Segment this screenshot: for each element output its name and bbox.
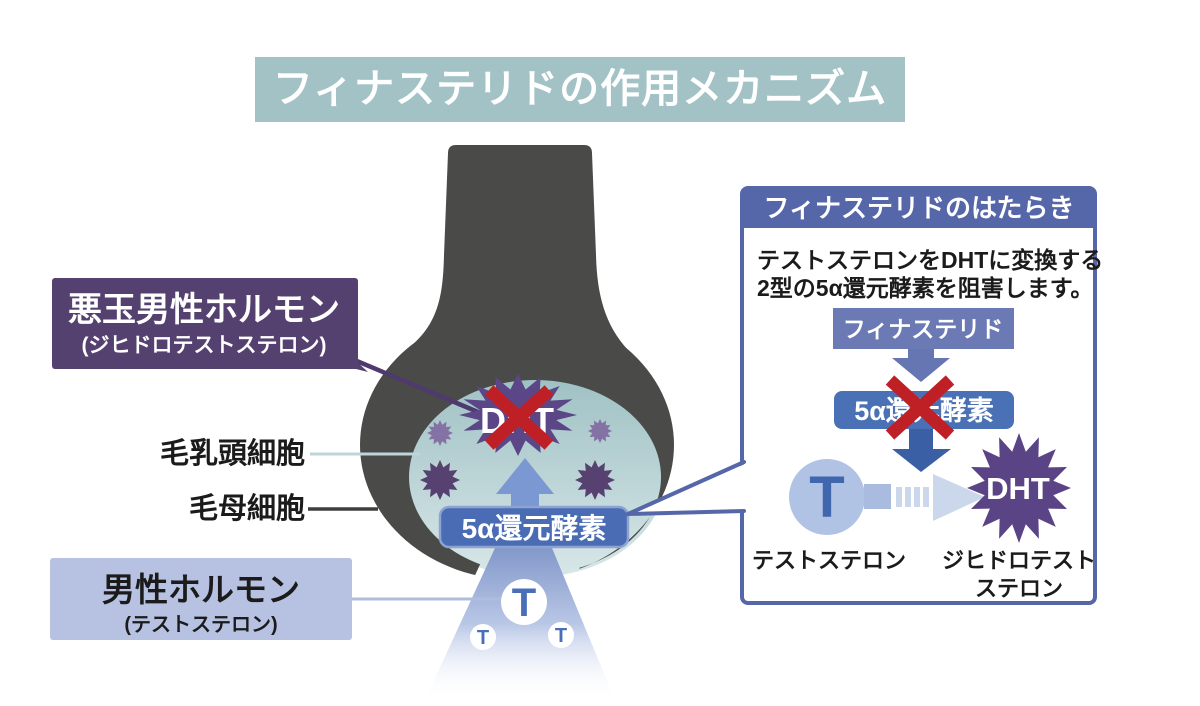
- dht-blocked-x-icon: [484, 385, 554, 450]
- finasteride-box-label: フィナステリド: [843, 316, 1004, 342]
- bad-hormone-line1: 悪玉男性ホルモン: [68, 291, 340, 329]
- dash-1: [896, 487, 902, 507]
- dash-arrow-head: [933, 474, 985, 521]
- title-banner: フィナステリドの作用メカニズム: [255, 57, 905, 122]
- wedge-top-line: [626, 460, 746, 516]
- page-title: フィナステリドの作用メカニズム: [273, 67, 887, 111]
- male-hormone-box: [50, 558, 352, 640]
- finasteride-box: [833, 308, 1014, 349]
- dht-cell-small-right: [588, 419, 612, 443]
- inhibit-arrow-lower: [892, 429, 951, 472]
- panel-dht-label: DHT: [986, 471, 1050, 506]
- papilla-cells-label: 毛乳頭細胞: [160, 436, 305, 470]
- conversion-up-arrow: [496, 458, 554, 508]
- hair-shaft: [406, 145, 628, 350]
- t-letter-large: T: [512, 581, 536, 625]
- up-arrow-shaft: [511, 492, 539, 508]
- panel-dht-starburst: [967, 433, 1071, 543]
- enzyme-pill-follicle: [438, 505, 630, 549]
- t-letter-small-left: T: [477, 627, 489, 649]
- dash-4: [923, 487, 929, 507]
- testosterone-small-left: T: [470, 624, 496, 650]
- panel-callout-wedge: [626, 460, 746, 516]
- panel-content: テストステロンをDHTに変換する 2型の5α還元酵素を阻害します。 フィナステリ…: [752, 247, 1103, 601]
- up-arrow-head: [496, 458, 554, 494]
- panel-t-letter: T: [809, 465, 844, 530]
- arrow1-shaft: [908, 349, 934, 358]
- x-stroke-2: [484, 385, 554, 450]
- male-hormone-line2: (テストステロン): [124, 614, 277, 636]
- male-hormone-label: 男性ホルモン (テストステロン): [50, 558, 352, 640]
- dht-caption-line2: ステロン: [975, 576, 1063, 601]
- enzyme-blocked-x-icon: [885, 375, 955, 440]
- dash-3: [914, 487, 920, 507]
- bad-hormone-leader-line: [351, 356, 479, 415]
- bad-hormone-label: 悪玉男性ホルモン (ジヒドロテストステロン): [52, 278, 358, 369]
- bad-hormone-line2: (ジヒドロテストステロン): [82, 334, 327, 357]
- t-circle-large: [501, 579, 547, 625]
- enzyme-pill-label: 5α還元酵素: [462, 513, 607, 544]
- title-banner-bg: [255, 57, 905, 122]
- follicle-bulb: [360, 310, 674, 580]
- panel-description-line1: テストステロンをDHTに変換する: [757, 247, 1103, 273]
- panel-x-stroke-2: [885, 375, 955, 440]
- arrow1-head: [892, 358, 950, 382]
- matrix-cells-label: 毛母細胞: [189, 491, 305, 525]
- t-circle-small-right: [548, 622, 574, 648]
- arrow2-head: [892, 449, 951, 472]
- hair-follicle-illustration: DHT 5α還元酵素 T T T: [308, 145, 674, 700]
- dht-cell-small-left: [427, 420, 453, 446]
- t-circle-small-left: [470, 624, 496, 650]
- dash-arrow-stub: [864, 484, 891, 509]
- testosterone-ball-panel: T: [789, 459, 865, 535]
- bad-hormone-box: [52, 278, 358, 369]
- panel-header-title: フィナステリドのはたらき: [764, 193, 1075, 223]
- panel-t-circle: [789, 459, 865, 535]
- wedge-bottom-line: [626, 509, 746, 516]
- testosterone-large: T: [501, 579, 547, 625]
- dht-cell-mid-left: [420, 460, 460, 500]
- t-letter-small-right: T: [555, 625, 567, 647]
- testosterone-caption: テストステロン: [752, 548, 906, 573]
- dash-2: [905, 487, 911, 507]
- panel-description-line2: 2型の5α還元酵素を阻害します。: [757, 275, 1093, 301]
- dht-caption-line1: ジヒドロテスト: [942, 548, 1096, 573]
- male-hormone-line1: 男性ホルモン: [102, 571, 300, 608]
- testosterone-small-right: T: [548, 622, 574, 648]
- inhibit-arrow-upper: [892, 349, 950, 382]
- dht-cell-mid-right: [575, 460, 615, 500]
- panel-header-bg: [742, 188, 1095, 228]
- conversion-dashed-arrow: [864, 474, 985, 521]
- arrow2-shaft: [909, 429, 933, 449]
